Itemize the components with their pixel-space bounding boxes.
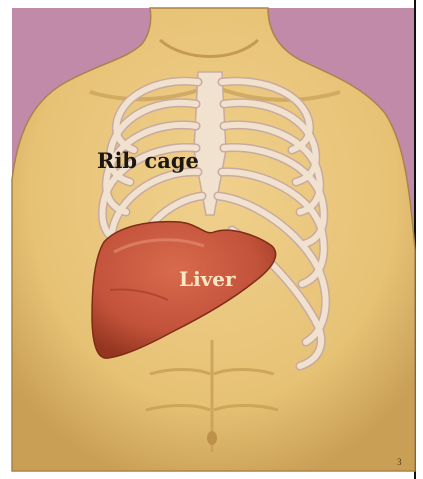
rib-cage-label: Rib cage bbox=[97, 150, 199, 171]
page-number: 3 bbox=[397, 457, 402, 467]
liver-label: Liver bbox=[179, 269, 236, 289]
